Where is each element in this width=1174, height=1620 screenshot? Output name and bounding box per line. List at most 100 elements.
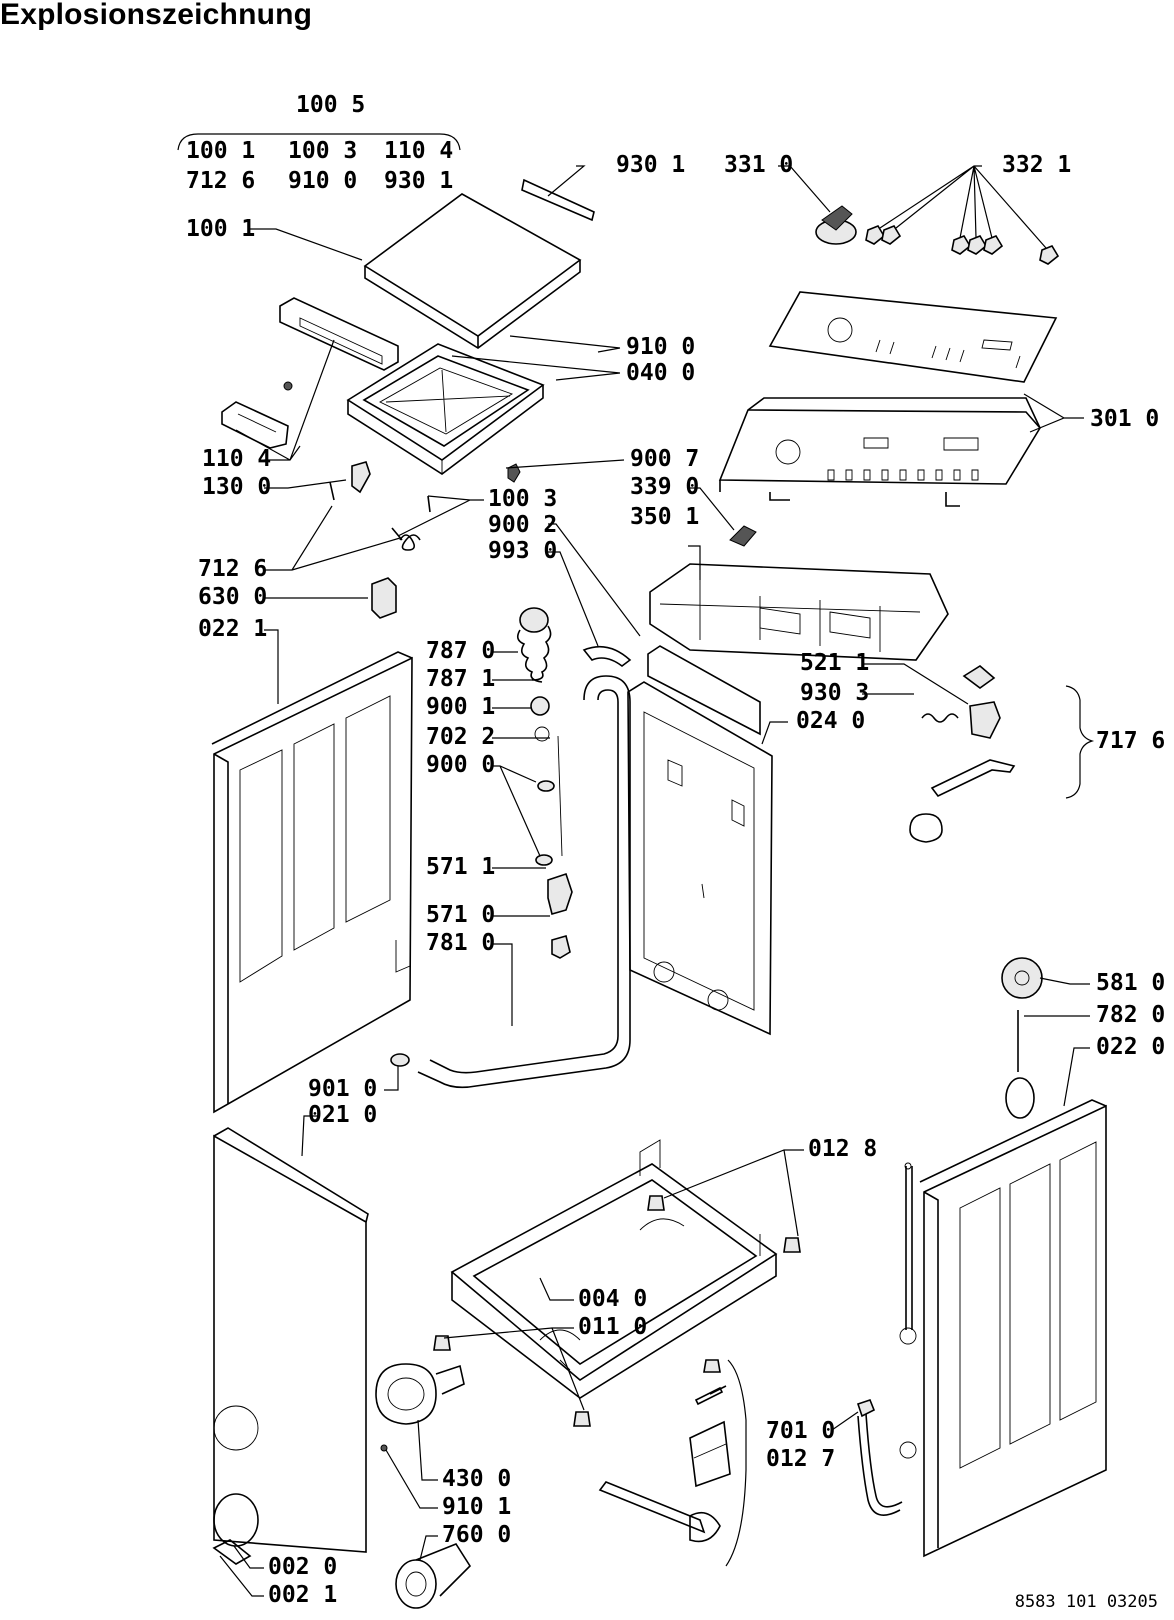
cap-part (537, 780, 555, 792)
pulley-part (1001, 957, 1043, 999)
callout-label: 002 0 (268, 1554, 338, 1580)
pump-part (375, 1363, 465, 1425)
callout-label: 100 3 (488, 486, 558, 512)
pin-part (329, 481, 335, 501)
callout-label: 022 1 (198, 616, 268, 642)
callout-label: 910 0 (626, 334, 696, 360)
group-bracket-top (177, 133, 461, 151)
pin-part-3 (694, 1386, 724, 1406)
hose-clip-part (582, 645, 632, 667)
callout-label: 571 0 (426, 902, 496, 928)
callout-label: 900 2 (488, 512, 558, 538)
callout-label: 004 0 (578, 1286, 648, 1312)
ring-part (534, 726, 550, 742)
callout-label: 012 8 (808, 1136, 878, 1162)
callout-label: 100 1 (186, 138, 256, 164)
callout-label: 787 0 (426, 638, 496, 664)
page-title: Explosionszeichnung (0, 0, 313, 31)
callout-label: 993 0 (488, 538, 558, 564)
screw-part-2 (380, 1444, 388, 1452)
foot-part (433, 1195, 801, 1427)
side-panel-left-part (211, 651, 413, 1114)
damper-top (904, 1162, 912, 1170)
strip-part (521, 178, 595, 222)
valve-part (547, 872, 573, 915)
callout-label: 717 6 (1096, 728, 1166, 754)
spring-part (391, 527, 421, 551)
leader-lines (219, 165, 1090, 1597)
rear-frame-part (627, 645, 773, 1036)
damper-part (905, 1166, 913, 1330)
side-panel-right-part (919, 1099, 1107, 1558)
knob-part (815, 205, 857, 245)
callout-label: 630 0 (198, 584, 268, 610)
motor-brush-part (969, 701, 1001, 739)
pressure-switch-part (551, 935, 571, 959)
seal-part (1005, 1077, 1035, 1119)
callout-label: 581 0 (1096, 970, 1166, 996)
damper-foot (899, 1327, 917, 1345)
callout-label: 930 1 (616, 152, 686, 178)
callout-label: 712 6 (186, 168, 256, 194)
callout-label: 782 0 (1096, 1002, 1166, 1028)
callout-label: 332 1 (1002, 152, 1072, 178)
callout-label: 930 3 (800, 680, 870, 706)
callout-label: 712 6 (198, 556, 268, 582)
callout-label: 331 0 (724, 152, 794, 178)
decor-foil-part (768, 291, 1058, 383)
bolt-part (507, 463, 521, 483)
electronic-board-part (649, 563, 949, 661)
group-bracket-7176 (1065, 685, 1095, 799)
lid-part (363, 193, 582, 349)
callout-label: 022 0 (1096, 1034, 1166, 1060)
coupling-part (909, 813, 943, 843)
lock-part (351, 461, 371, 494)
top-frame-part (346, 343, 545, 475)
callout-label: 040 0 (626, 360, 696, 386)
sensor-part (962, 665, 996, 689)
callout-label: 760 0 (442, 1522, 512, 1548)
callout-label: 900 1 (426, 694, 496, 720)
callout-label: 350 1 (630, 504, 700, 530)
flap-part (212, 1493, 259, 1565)
buttons-part (865, 225, 1060, 265)
callout-label: 521 1 (800, 650, 870, 676)
callout-label: 110 4 (202, 446, 272, 472)
latch-part (221, 401, 289, 449)
callout-label: 900 0 (426, 752, 496, 778)
callout-label: 910 1 (442, 1494, 512, 1520)
callout-label: 024 0 (796, 708, 866, 734)
callout-label: 901 0 (308, 1076, 378, 1102)
callout-label: 702 2 (426, 724, 496, 750)
rod-part (930, 759, 1016, 798)
callout-label: 301 0 (1090, 406, 1160, 432)
filter-part (530, 696, 550, 716)
wire-part (557, 735, 563, 857)
bellows-part (516, 607, 552, 683)
encoder-knob-part (729, 525, 757, 547)
callout-label: 930 1 (384, 168, 454, 194)
inlet-hose-part (856, 1399, 903, 1516)
pin-part-2 (427, 495, 431, 513)
block-part (371, 577, 397, 619)
plug-part (390, 1053, 410, 1067)
callout-label: 100 5 (296, 92, 366, 118)
cap-part-2 (535, 854, 553, 866)
drawing-code: 8583 101 03205 (1014, 1592, 1158, 1612)
callout-label: 012 7 (766, 1446, 836, 1472)
callout-label: 002 1 (268, 1582, 338, 1608)
front-panel-part (213, 1127, 369, 1553)
damper-foot-2 (899, 1441, 917, 1459)
drain-filter-part (395, 1543, 472, 1609)
callout-label: 339 0 (630, 474, 700, 500)
callout-label: 021 0 (308, 1102, 378, 1128)
base-frame-part (450, 1139, 778, 1399)
callout-label: 100 3 (288, 138, 358, 164)
control-panel-part (718, 397, 1041, 507)
drain-chute-part (598, 1420, 731, 1543)
callout-label: 011 0 (578, 1314, 648, 1340)
callout-label: 130 0 (202, 474, 272, 500)
callout-label: 571 1 (426, 854, 496, 880)
front-trim-part (279, 297, 399, 371)
